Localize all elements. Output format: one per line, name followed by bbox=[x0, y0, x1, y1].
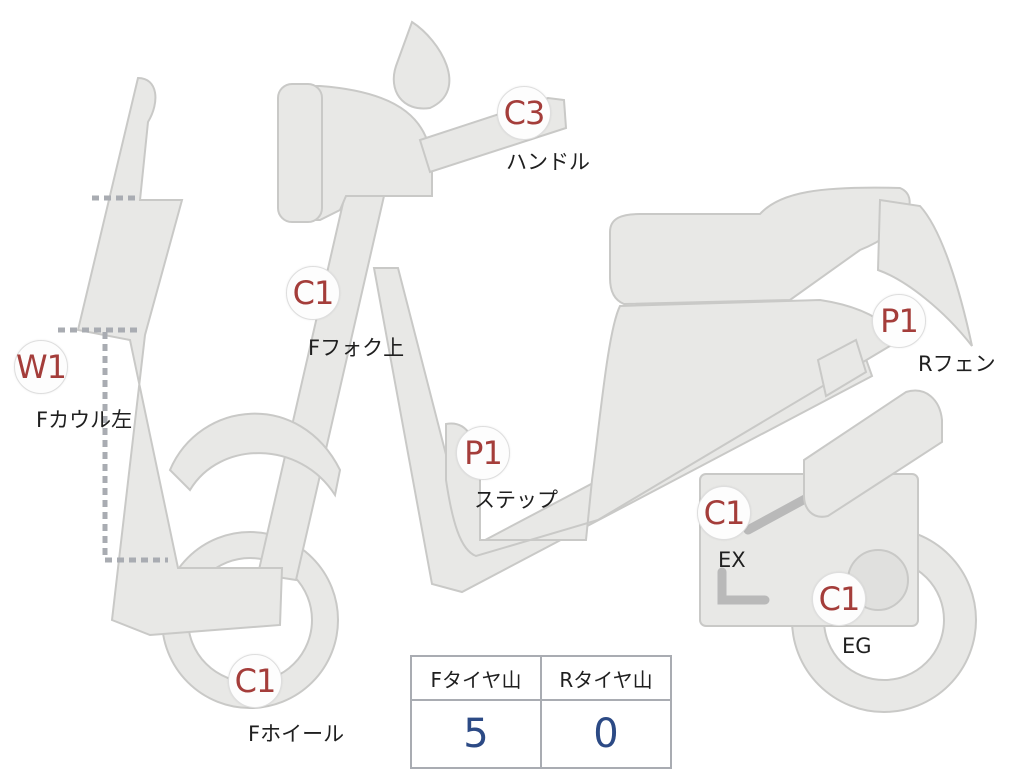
rear-fender-shape bbox=[876, 198, 973, 347]
part-label-step: ステップ bbox=[474, 488, 558, 512]
seat-shape bbox=[609, 186, 911, 306]
shock-shape bbox=[816, 338, 868, 398]
front-tire-value: 5 bbox=[410, 699, 542, 769]
grade-badge-exhaust: C1 bbox=[697, 486, 751, 540]
muffler-shape bbox=[803, 389, 943, 518]
headlight-shape bbox=[277, 83, 323, 223]
grade-badge-rear-fender: P1 bbox=[872, 294, 926, 348]
mirror-shape bbox=[392, 20, 451, 110]
part-label-exhaust: EX bbox=[718, 548, 746, 572]
part-label-rear-fender: Rフェン bbox=[918, 352, 996, 376]
tire-table-header-row: Fタイヤ山 Rタイヤ山 bbox=[410, 655, 672, 701]
rear-tire-value: 0 bbox=[540, 699, 672, 769]
grade-badge-handle: C3 bbox=[497, 86, 551, 140]
grade-badge-engine: C1 bbox=[812, 572, 866, 626]
grade-badge-step: P1 bbox=[456, 426, 510, 480]
grade-badge-front-fork: C1 bbox=[286, 266, 340, 320]
part-label-front-cowl: Fカウル左 bbox=[36, 408, 133, 432]
part-label-front-fork: Fフォク上 bbox=[308, 336, 405, 360]
grade-badge-front-cowl: W1 bbox=[14, 340, 68, 394]
part-label-engine: EG bbox=[842, 634, 872, 658]
front-fork-shape bbox=[256, 188, 386, 582]
handle-cover-shape bbox=[291, 85, 433, 221]
part-label-handle: ハンドル bbox=[506, 150, 590, 174]
front-fender-shape bbox=[168, 412, 342, 498]
tire-table-value-row: 5 0 bbox=[410, 699, 672, 769]
part-label-front-wheel: Fホイール bbox=[248, 722, 345, 746]
front-tire-header: Fタイヤ山 bbox=[410, 655, 542, 701]
grade-badge-front-wheel: C1 bbox=[228, 654, 282, 708]
tire-tread-table: Fタイヤ山 Rタイヤ山 5 0 bbox=[410, 655, 672, 769]
exhaust-pipe-end bbox=[717, 567, 770, 605]
rear-tire-header: Rタイヤ山 bbox=[540, 655, 672, 701]
cowl-seam-bottom bbox=[102, 332, 168, 563]
front-cowl-shape bbox=[76, 76, 284, 637]
